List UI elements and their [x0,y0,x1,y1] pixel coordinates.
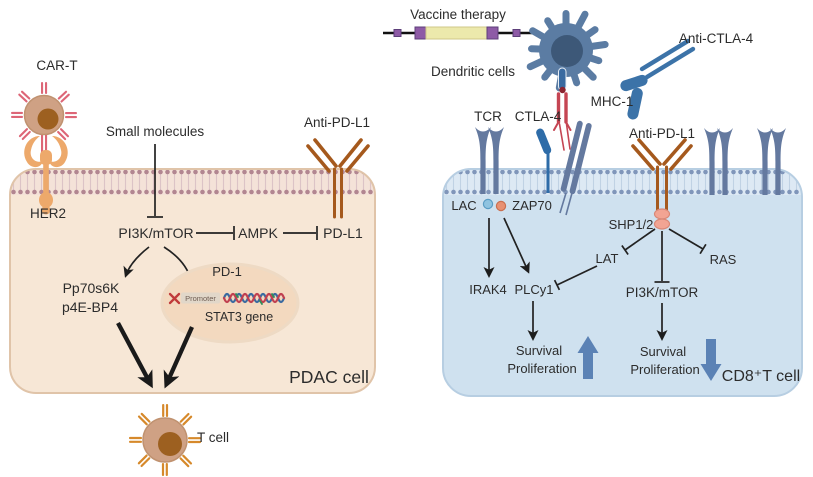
label-zap70: ZAP70 [512,198,552,213]
zap70-dot-icon [495,200,507,212]
label-survival-up-1: Survival [516,343,562,358]
label-pd1: PD-1 [212,264,242,279]
label-ampk: AMPK [238,225,278,241]
dna-helix-icon [222,292,286,305]
anti-pdl1-antibody-icon-left [306,138,370,219]
dendritic-cell-icon [526,10,609,92]
label-dendritic-cells: Dendritic cells [431,64,515,79]
label-irak4: IRAK4 [469,282,507,297]
t-cell-icon [129,404,201,476]
label-car-t: CAR-T [36,58,77,73]
label-plcy1: PLCy1 [514,282,553,297]
label-tcr: TCR [474,109,502,124]
nucleus [160,262,300,344]
label-ctla4: CTLA-4 [515,109,562,124]
label-shp12: SHP1/2 [609,217,654,232]
label-cd8-cell: CD8⁺T cell [722,368,800,385]
lac-dot-icon [482,198,494,210]
pdac-membrane [10,169,375,195]
label-pdac-cell: PDAC cell [289,367,369,387]
pdac-cell-border [9,168,376,394]
car-t-cell-icon [11,82,77,153]
label-survival-down-1: Survival [640,344,686,359]
label-pi3k-mtor-cd8: PI3K/mTOR [626,285,699,300]
label-anti-ctla4: Anti-CTLA-4 [679,31,754,46]
label-anti-pdl1-left: Anti-PD-L1 [304,115,370,130]
up-arrow-icon [577,336,599,379]
cd8-membrane [443,169,802,195]
label-lat: LAT [596,251,619,266]
label-t-cell: T cell [197,430,229,445]
promoter-pill [181,292,220,304]
label-survival-down-2: Proliferation [630,362,699,377]
ctla4-receptor-icon [536,128,552,193]
her2-receptor-icon [24,136,68,215]
cd8-signaling-lines [483,217,707,341]
shp12-icon [653,208,671,230]
anti-pdl1-antibody-icon-right [631,138,693,212]
label-pdl1: PD-L1 [323,225,363,241]
label-survival-up-2: Proliferation [507,361,576,376]
label-pp70s6k: Pp70s6K [63,280,120,296]
label-stat3-gene: STAT3 gene [205,310,273,324]
label-anti-pdl1-right: Anti-PD-L1 [629,126,695,141]
tcr-mhc-engaged-icon [559,120,592,216]
label-p4e-bp4: p4E-BP4 [62,299,118,315]
label-promoter: Promoter [185,294,216,303]
car-t-nucleus [37,108,59,130]
anti-ctla4-antibody-icon [620,38,696,120]
down-arrow-icon [700,339,722,381]
thick-arrow-left [116,321,153,389]
thick-arrow-right [163,326,194,389]
arrow-pi3k-to-pp70s6k [123,246,150,278]
label-pi3k-mtor-pdac: PI3K/mTOR [118,225,193,241]
small-molecules-inhibit-line [147,144,163,218]
label-ras: RAS [710,252,737,267]
label-her2: HER2 [30,206,66,221]
promoter-x-icon [168,292,181,305]
label-mhc1: MHC-1 [591,94,634,109]
label-vaccine-therapy: Vaccine therapy [410,7,506,22]
cd8-cell-border [442,168,803,397]
vaccine-construct-icon [383,26,532,40]
pi3k-ampk-pdl1-inhibit-lines [196,226,318,240]
dendritic-nucleus [551,35,583,67]
mhc1-icon [553,67,572,151]
label-lac: LAC [451,198,476,213]
label-small-molecules: Small molecules [106,124,205,139]
